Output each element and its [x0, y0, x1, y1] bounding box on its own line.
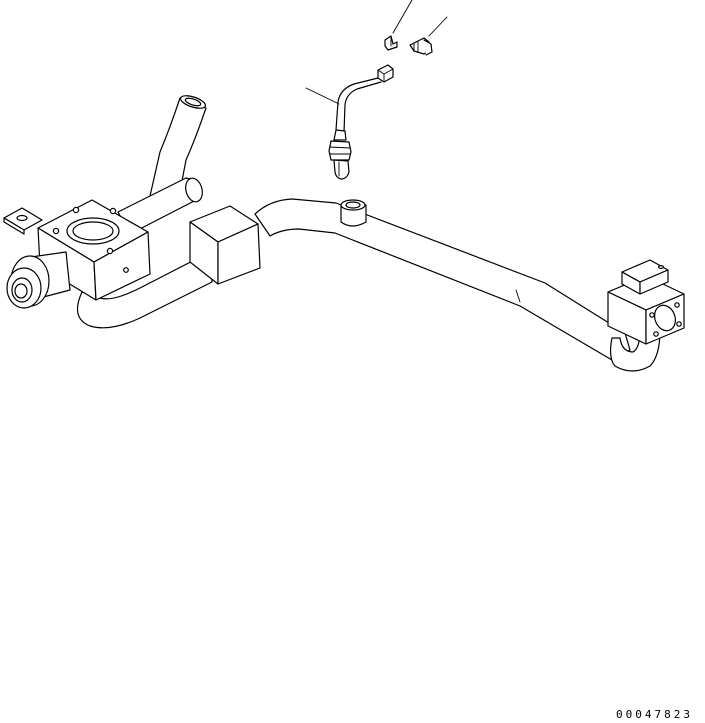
leader-clip [392, 0, 413, 34]
pipe-assembly [3, 95, 685, 372]
sensor-connector [377, 64, 394, 83]
leader-bolt [428, 16, 448, 37]
leader-sensor [305, 87, 340, 105]
clip [384, 35, 398, 51]
temperature-sensor [328, 129, 352, 180]
pipe-seam [515, 289, 521, 303]
bolt [409, 37, 433, 56]
sensor-wire [335, 77, 382, 133]
right-flange-block [607, 259, 685, 345]
leader-lines [305, 0, 448, 105]
drawing-number: 00047823 [616, 708, 693, 721]
mounting-bracket [3, 207, 43, 235]
